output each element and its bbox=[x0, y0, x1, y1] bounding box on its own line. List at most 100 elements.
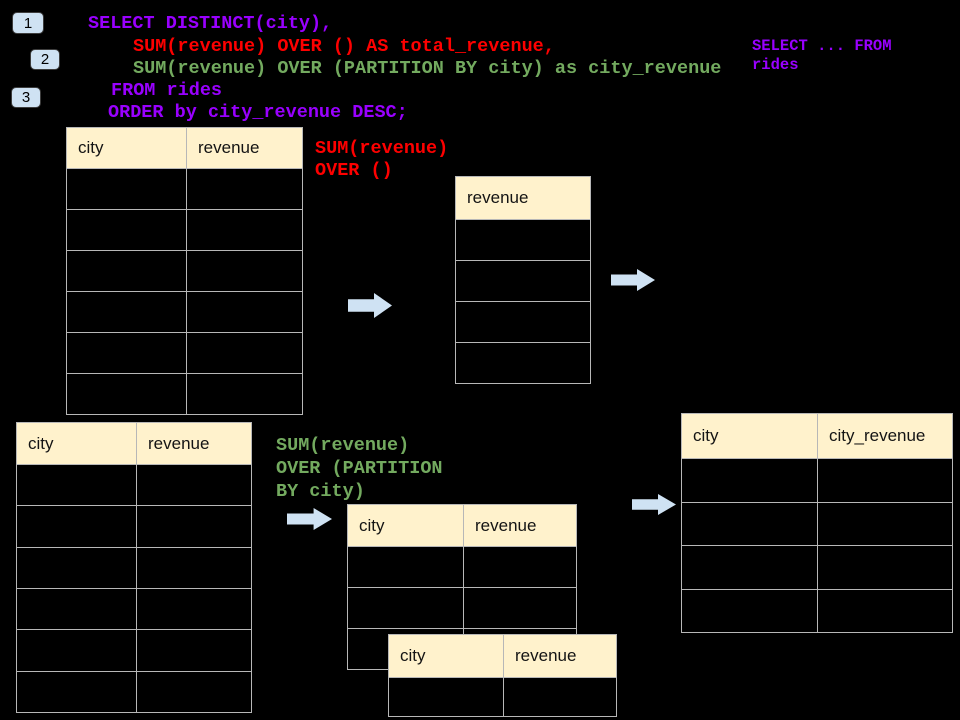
step-badge-1: 1 bbox=[12, 12, 44, 34]
annotation-partition-line1: SUM(revenue) bbox=[276, 435, 410, 456]
table-cell bbox=[17, 465, 137, 506]
table-row bbox=[67, 332, 302, 373]
table-cell bbox=[17, 506, 137, 547]
annotation-total-line1: SUM(revenue) bbox=[315, 138, 449, 159]
table-row bbox=[67, 250, 302, 291]
table-cell bbox=[67, 251, 187, 291]
table-cell bbox=[464, 547, 576, 587]
column-header: city_revenue bbox=[829, 426, 926, 445]
table-row bbox=[456, 342, 590, 383]
column-header: revenue bbox=[148, 433, 210, 453]
table-row bbox=[456, 219, 590, 260]
sql-line-order: ORDER by city_revenue DESC; bbox=[108, 102, 408, 123]
table-cell bbox=[187, 333, 302, 373]
column-header: city bbox=[348, 505, 464, 546]
table-row bbox=[17, 464, 251, 506]
table-cell bbox=[818, 459, 952, 502]
table-row bbox=[348, 587, 576, 628]
table-cell bbox=[17, 671, 137, 712]
column-header: revenue bbox=[467, 188, 529, 207]
table-cell bbox=[67, 374, 187, 414]
table-partition-mid: city revenue bbox=[347, 504, 577, 670]
table-total-revenue-result: revenue bbox=[455, 176, 591, 384]
table-cell bbox=[464, 588, 576, 628]
annotation-partition-line3: BY city) bbox=[276, 481, 365, 502]
table-header-row: revenue bbox=[456, 177, 590, 219]
table-row bbox=[67, 209, 302, 250]
sql-line-sum-total: SUM(revenue) OVER () AS total_revenue, bbox=[133, 36, 555, 57]
table-row bbox=[17, 546, 251, 588]
table-cell bbox=[682, 459, 818, 502]
table-source-bottom: city revenue bbox=[16, 422, 252, 713]
table-cell bbox=[187, 292, 302, 332]
table-cell bbox=[456, 302, 590, 342]
table-cell bbox=[137, 671, 251, 712]
table-row bbox=[682, 501, 952, 545]
table-row bbox=[456, 260, 590, 301]
table-row bbox=[17, 505, 251, 547]
table-cell bbox=[137, 506, 251, 547]
table-row bbox=[682, 588, 952, 632]
table-cell bbox=[682, 546, 818, 589]
table-row bbox=[348, 546, 576, 587]
table-cell bbox=[348, 588, 464, 628]
table-cell bbox=[67, 292, 187, 332]
table-cell bbox=[456, 343, 590, 383]
table-city-revenue-result: city city_revenue bbox=[681, 413, 953, 633]
table-header-row: city city_revenue bbox=[682, 414, 952, 458]
table-cell bbox=[818, 546, 952, 589]
side-code-line1: SELECT ... FROM bbox=[752, 37, 892, 55]
table-cell bbox=[682, 589, 818, 632]
table-cell bbox=[137, 547, 251, 588]
step-badge-2: 2 bbox=[30, 49, 60, 70]
column-header: revenue bbox=[475, 515, 537, 535]
table-cell bbox=[137, 588, 251, 630]
side-code-line2: rides bbox=[752, 56, 799, 74]
sql-line-select: SELECT DISTINCT(city), bbox=[88, 13, 333, 34]
table-cell bbox=[187, 251, 302, 291]
table-cell bbox=[818, 502, 952, 545]
table-header-row: city revenue bbox=[67, 128, 302, 168]
table-row bbox=[456, 301, 590, 342]
table-source-top: city revenue bbox=[66, 127, 303, 415]
table-cell bbox=[67, 169, 187, 209]
table-cell bbox=[187, 169, 302, 209]
table-row bbox=[389, 677, 616, 716]
flow-arrow-icon bbox=[287, 508, 332, 530]
table-cell bbox=[389, 678, 504, 716]
table-cell bbox=[187, 210, 302, 250]
column-header: city bbox=[682, 414, 818, 458]
table-header-row: city revenue bbox=[348, 505, 576, 546]
step-badge-3: 3 bbox=[11, 87, 41, 108]
table-row bbox=[17, 629, 251, 671]
sql-line-sum-partition: SUM(revenue) OVER (PARTITION BY city) as… bbox=[133, 58, 722, 79]
table-cell bbox=[17, 630, 137, 671]
table-cell bbox=[456, 261, 590, 301]
table-row bbox=[17, 587, 251, 630]
table-row bbox=[682, 458, 952, 502]
table-row bbox=[682, 545, 952, 589]
table-row bbox=[67, 291, 302, 332]
table-cell bbox=[348, 547, 464, 587]
table-header-row: city revenue bbox=[17, 423, 251, 464]
table-row bbox=[67, 373, 302, 414]
table-cell bbox=[67, 210, 187, 250]
table-cell bbox=[682, 502, 818, 545]
flow-arrow-icon bbox=[632, 494, 676, 515]
table-cell bbox=[456, 220, 590, 260]
table-cell bbox=[17, 547, 137, 588]
table-cell bbox=[818, 589, 952, 632]
flow-arrow-icon bbox=[611, 269, 655, 291]
column-header: revenue bbox=[198, 138, 260, 157]
column-header: revenue bbox=[515, 646, 577, 665]
column-header: city bbox=[67, 128, 187, 168]
column-header: city bbox=[17, 423, 137, 464]
table-cell bbox=[137, 630, 251, 671]
table-cell bbox=[67, 333, 187, 373]
annotation-total-line2: OVER () bbox=[315, 160, 393, 181]
flow-arrow-icon bbox=[348, 293, 392, 318]
table-row bbox=[17, 670, 251, 712]
